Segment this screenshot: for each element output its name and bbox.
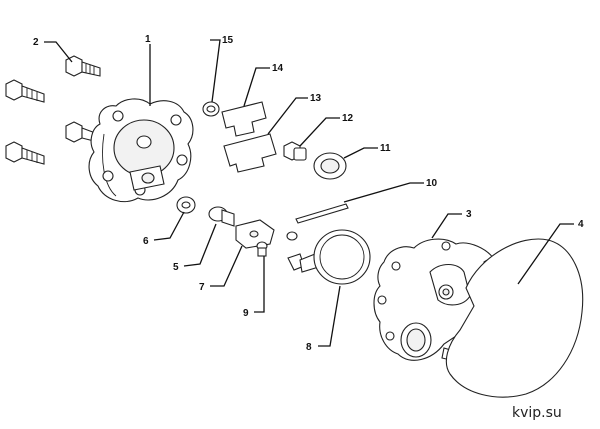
callout-11: 11 <box>380 143 391 154</box>
callout-13: 13 <box>310 93 322 104</box>
callout-8: 8 <box>306 342 312 353</box>
washer-15 <box>202 101 220 117</box>
screw-5 <box>208 206 235 227</box>
watermark: kvip.su <box>512 405 562 421</box>
cover-plate <box>88 98 194 203</box>
callout-2: 2 <box>33 37 39 48</box>
clip-13 <box>223 133 277 173</box>
bolt-left-top <box>5 79 45 103</box>
pin-9 <box>256 241 268 257</box>
callout-1: 1 <box>145 34 151 45</box>
bolt-left-bottom <box>5 141 45 165</box>
float-assembly-8 <box>287 229 371 285</box>
callout-6: 6 <box>143 236 149 247</box>
callout-12: 12 <box>342 113 354 124</box>
callout-15: 15 <box>222 35 234 46</box>
tank-4 <box>445 238 584 398</box>
small-bolt <box>286 231 298 241</box>
callout-10: 10 <box>426 178 438 189</box>
callout-7: 7 <box>199 282 205 293</box>
callout-3: 3 <box>466 209 472 220</box>
callouts: 1 2 3 4 5 6 7 8 9 10 11 12 13 14 15 <box>33 34 584 353</box>
fitting-12 <box>283 141 307 161</box>
ring-11 <box>313 152 347 180</box>
switch-7 <box>235 219 275 249</box>
callout-4: 4 <box>578 219 584 230</box>
bracket-14 <box>221 101 267 137</box>
leader-lines <box>44 39 574 347</box>
callout-5: 5 <box>173 262 179 273</box>
rod-10 <box>295 203 349 224</box>
callout-9: 9 <box>243 308 249 319</box>
callout-14: 14 <box>272 63 284 74</box>
bolt-top <box>65 55 101 77</box>
washer-6 <box>176 196 196 214</box>
